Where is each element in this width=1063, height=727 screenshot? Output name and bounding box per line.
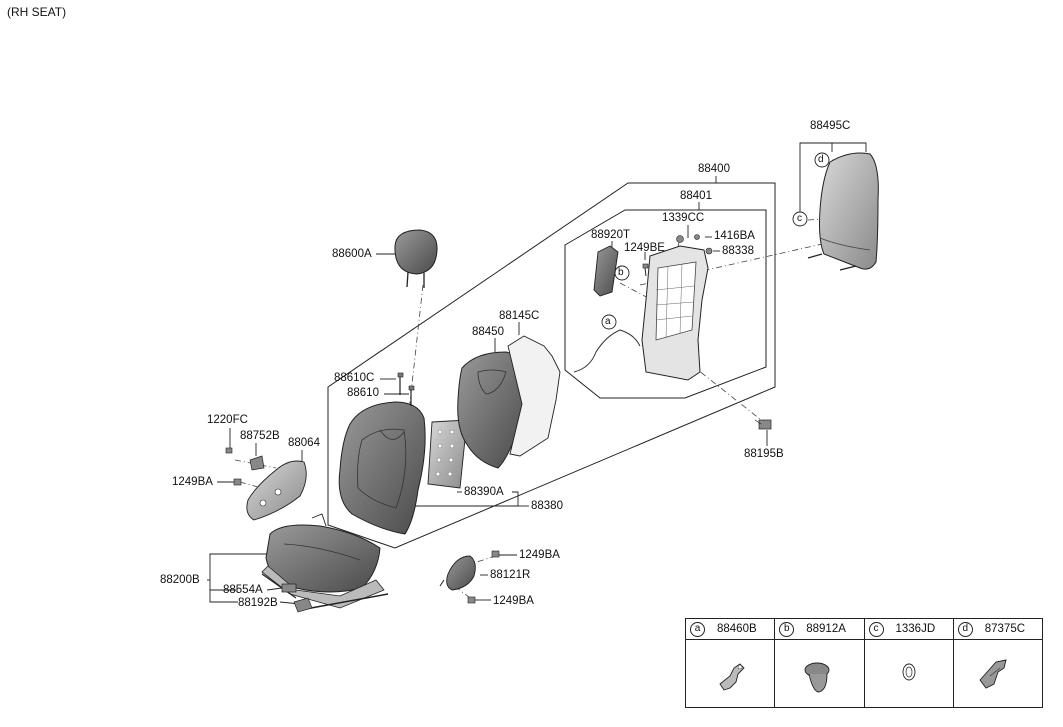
part-label-88145C: 88145C <box>499 310 540 322</box>
part-label-88400: 88400 <box>698 163 730 175</box>
part-label-88195B: 88195B <box>744 448 784 460</box>
legend-head-b: b 88912A <box>775 619 864 640</box>
lumbar-mat-88390A <box>427 419 468 489</box>
legend-cell-a: a 88460B <box>686 619 776 707</box>
legend-part-88912A: 88912A <box>806 623 846 635</box>
legend-cell-c: c 1336JD <box>864 619 954 707</box>
bracket-clip-icon <box>954 640 1042 707</box>
part-label-1249BE: 1249BE <box>624 242 665 254</box>
part-label-88338: 88338 <box>722 245 754 257</box>
legend-head-d: d 87375C <box>953 619 1042 640</box>
callout-b-letter: b <box>618 267 624 278</box>
leader-lines <box>207 142 867 605</box>
seat-cushion-88200B <box>261 513 389 611</box>
seat-back-rear-cover-88495C <box>807 152 879 271</box>
legend-cell-b: b 88912A <box>775 619 865 707</box>
legend-letter-c: c <box>868 621 884 637</box>
part-label-1416BA: 1416BA <box>714 230 755 242</box>
part-label-1220FC: 1220FC <box>207 414 248 426</box>
part-label-88920T: 88920T <box>591 229 631 241</box>
legend-letter-a: a <box>690 621 705 637</box>
callout-d-letter: d <box>818 154 824 165</box>
part-label-88380: 88380 <box>531 500 563 512</box>
part-label-1339CC: 1339CC <box>662 212 705 224</box>
part-label-88752B: 88752B <box>240 430 280 442</box>
callout-a-letter: a <box>605 316 611 327</box>
bolts-88610 <box>397 372 415 406</box>
part-label-88401: 88401 <box>680 190 712 202</box>
assembly-outline-88400 <box>327 182 776 549</box>
screws-left <box>225 447 242 486</box>
grommet-icon <box>865 640 953 707</box>
back-board-88145C <box>507 335 561 457</box>
part-label-88200B: 88200B <box>160 574 200 586</box>
diagram-title: (RH SEAT) <box>7 5 67 19</box>
seat-switch-88554A <box>281 583 297 593</box>
wire-harness <box>573 329 641 373</box>
legend-head-a: a 88460B <box>686 619 775 640</box>
part-label-88600A: 88600A <box>332 248 372 260</box>
part-label-88064: 88064 <box>288 437 320 449</box>
part-label-1249BA-mid: 1249BA <box>519 549 560 561</box>
callout-circles <box>601 152 830 330</box>
side-shield-88121R <box>439 555 476 591</box>
push-clip-icon <box>775 640 863 707</box>
legend-letter-d: d <box>957 621 973 637</box>
headrest-88600A <box>394 229 438 288</box>
wire-clip-icon <box>686 640 774 707</box>
side-cover-88064 <box>246 460 307 521</box>
part-label-88390A: 88390A <box>464 486 504 498</box>
side-airbag-88920T <box>593 245 619 297</box>
callout-c-letter: c <box>797 213 802 224</box>
legend-part-1336JD: 1336JD <box>895 623 936 635</box>
part-label-88450: 88450 <box>472 326 504 338</box>
bolt-88195B <box>754 419 772 430</box>
legend-cell-d: d 87375C <box>953 619 1042 707</box>
part-label-1249BA-left: 1249BA <box>172 476 213 488</box>
part-label-88554A: 88554A <box>223 584 263 596</box>
legend-head-c: c 1336JD <box>864 619 953 640</box>
legend-table: a 88460B b 88912A <box>685 618 1043 708</box>
legend-part-87375C: 87375C <box>984 623 1026 635</box>
part-label-1249BA-bottom: 1249BA <box>493 595 534 607</box>
part-label-88192B: 88192B <box>238 597 278 609</box>
legend-letter-b: b <box>779 621 795 637</box>
fasteners-frame <box>642 234 713 277</box>
part-label-88495C: 88495C <box>810 120 851 132</box>
part-label-88121R: 88121R <box>490 569 531 581</box>
bracket-88752B <box>249 455 265 471</box>
seat-back-frame-88401 <box>641 245 709 381</box>
part-label-88610C: 88610C <box>334 372 375 384</box>
part-label-88610: 88610 <box>347 387 379 399</box>
assembly-outline-88401 <box>564 209 767 399</box>
seat-back-cover-88380 <box>338 401 426 535</box>
seat-knob-88192B <box>293 597 313 613</box>
legend-part-88460B: 88460B <box>717 623 757 635</box>
screws-shield <box>467 550 500 604</box>
